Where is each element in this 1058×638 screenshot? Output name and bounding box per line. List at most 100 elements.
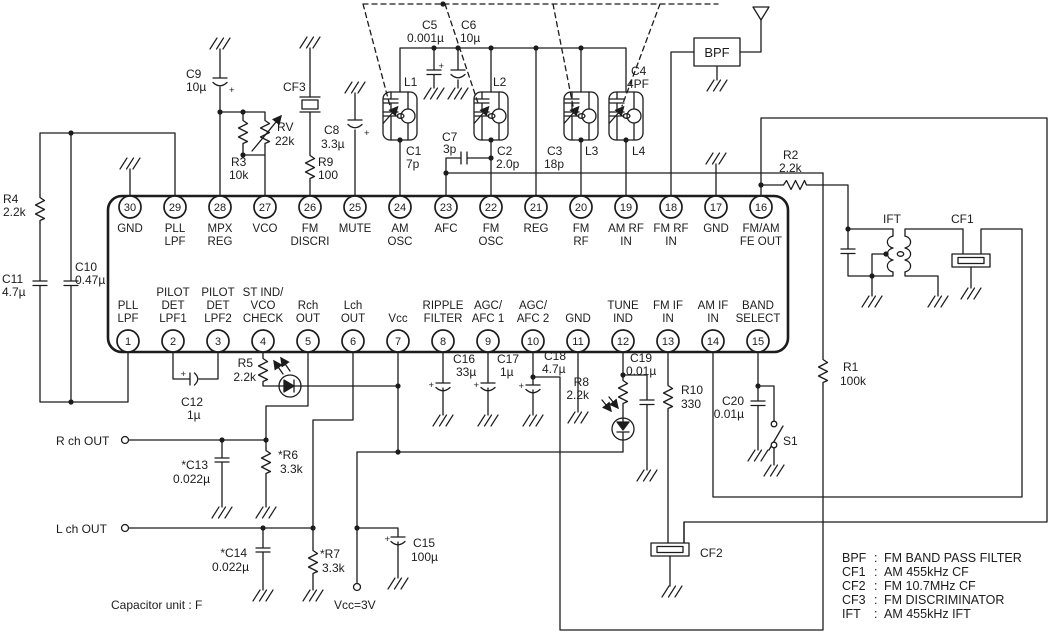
wire-band-select [750, 351, 784, 466]
label-c8: C8 [324, 123, 340, 137]
svg-text:7: 7 [395, 336, 401, 348]
pin-5-label: Rch [298, 300, 318, 312]
wire-rch-out [128, 439, 267, 508]
legend-desc: FM 10.7MHz CF [884, 579, 976, 593]
tank-l3-c3 [564, 92, 598, 140]
svg-text:15: 15 [752, 336, 764, 348]
label-r5: R5 [238, 356, 254, 370]
pin-3-label: PILOT [201, 287, 234, 299]
label-c13: *C13 [181, 458, 208, 472]
svg-text:+: + [384, 534, 390, 545]
label-c18: C18 [544, 349, 566, 363]
svg-text:24: 24 [394, 202, 406, 214]
tank-l4-c4 [609, 92, 643, 140]
ground-icon [706, 79, 728, 92]
svg-text:3: 3 [215, 336, 221, 348]
svg-text:1: 1 [125, 336, 131, 348]
svg-text:330: 330 [681, 397, 701, 411]
svg-text:11: 11 [572, 336, 583, 348]
pin-24-label: AM [391, 223, 408, 235]
lch-out-label: L ch OUT [56, 522, 108, 536]
label-l3: L3 [585, 144, 599, 158]
tank-l2-c2 [474, 92, 508, 140]
label-l1: L1 [404, 75, 418, 89]
label-l4: L4 [632, 144, 646, 158]
svg-text:33µ: 33µ [456, 365, 476, 379]
svg-text:0.01µ: 0.01µ [626, 364, 656, 378]
svg-text:13: 13 [662, 336, 674, 348]
ground-icon [209, 37, 231, 50]
wire-agc-caps [435, 351, 579, 416]
label-c14: *C14 [220, 546, 247, 560]
resistor-r6 [260, 447, 272, 477]
pin-29-label: LPF [164, 236, 185, 248]
pin-12-label: IND [613, 313, 633, 325]
svg-text:4.7µ: 4.7µ [542, 362, 566, 376]
pin-10-label: AFC 2 [517, 313, 550, 325]
legend-desc: FM BAND PASS FILTER [884, 551, 1022, 565]
label-c4: C4 [631, 64, 647, 78]
pin-14-label: IN [707, 313, 719, 325]
svg-text:21: 21 [530, 202, 542, 214]
pin-18-label: IN [665, 236, 677, 248]
svg-text:26: 26 [304, 202, 316, 214]
svg-text:+: + [180, 369, 186, 380]
ic-body [106, 194, 790, 354]
ground-icon [763, 464, 785, 477]
svg-text:18: 18 [665, 202, 677, 214]
ground-icon [861, 295, 883, 308]
svg-text:1µ: 1µ [187, 408, 201, 422]
svg-text::: : [874, 607, 877, 621]
svg-text:23: 23 [440, 202, 452, 214]
pin-25-label: MUTE [339, 223, 372, 235]
pin-8-label: FILTER [424, 313, 463, 325]
svg-text:2.2k: 2.2k [779, 161, 803, 175]
label-r10: R10 [681, 383, 703, 397]
pin-15-label: BAND [742, 300, 774, 312]
label-c6: C6 [461, 18, 477, 32]
pin-15-label: SELECT [736, 313, 781, 325]
label-c16: C16 [453, 352, 475, 366]
ground-icon [252, 589, 274, 602]
pin-13-label: FM IF [653, 300, 683, 312]
wire-antenna-bpf [670, 19, 762, 197]
wire-r1-branch [532, 172, 824, 631]
label-cf3: CF3 [283, 80, 306, 94]
svg-text:19: 19 [620, 202, 632, 214]
svg-text:5: 5 [305, 336, 311, 348]
pin-2-label: PILOT [156, 287, 189, 299]
pin-5-label: OUT [296, 313, 320, 325]
wire-osc-rail [399, 47, 627, 197]
label-cf1: CF1 [951, 212, 974, 226]
svg-text:+: + [428, 380, 434, 391]
svg-text::: : [874, 593, 877, 607]
pin-6-label: OUT [341, 313, 365, 325]
svg-text:10k: 10k [229, 168, 249, 182]
label-bpf: BPF [704, 45, 729, 60]
svg-text:0.47µ: 0.47µ [75, 273, 105, 287]
svg-text:4PF: 4PF [627, 77, 649, 91]
vcc-terminal [352, 582, 362, 592]
pin-22-label: OSC [479, 236, 504, 248]
pin-24-label: OSC [388, 236, 413, 248]
wire-afc [445, 151, 824, 197]
label-r1: R1 [843, 360, 859, 374]
label-rv: RV [277, 120, 293, 134]
svg-text:0.022µ: 0.022µ [173, 472, 210, 486]
label-r3: R3 [231, 155, 247, 169]
label-r2: R2 [783, 148, 799, 162]
pin-26-label: FM [302, 223, 319, 235]
pin-21-label: REG [524, 223, 549, 235]
